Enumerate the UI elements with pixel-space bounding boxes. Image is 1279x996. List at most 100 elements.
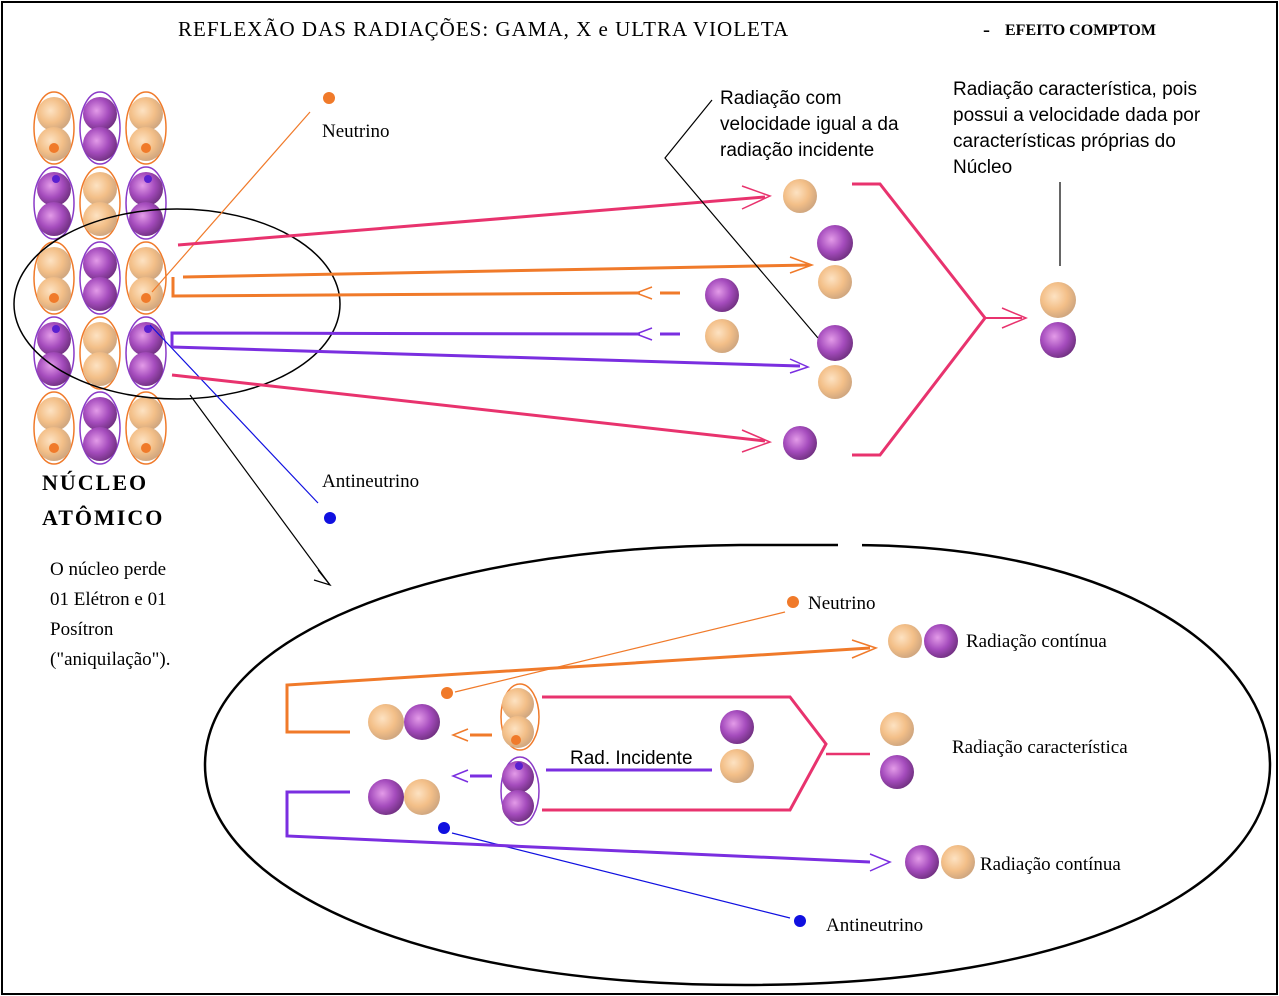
magenta-ray-lower-arrowhead xyxy=(741,429,773,453)
detail-purple-out xyxy=(285,790,871,864)
proton xyxy=(83,352,117,386)
orange-ray-out xyxy=(182,263,811,279)
electron-dot xyxy=(52,175,60,183)
nucleon-pair xyxy=(125,91,167,165)
incident-label: Rad. Incidente xyxy=(570,748,693,769)
nucleon-pair xyxy=(125,391,167,465)
neutron xyxy=(83,127,117,161)
neutron xyxy=(37,202,71,236)
same-speed-label-3: radiação incidente xyxy=(720,140,874,161)
same-speed-label-1: Radiação com xyxy=(720,88,841,109)
detail-purple-arrowhead xyxy=(869,853,892,872)
electron-dot xyxy=(144,325,152,333)
annihilation-pair xyxy=(368,704,404,740)
electron-dot xyxy=(52,325,60,333)
zoom-pointer-line xyxy=(189,394,331,586)
nucleon-pair xyxy=(79,391,121,465)
detail-nucleon-shell xyxy=(500,756,540,826)
scattered-photon xyxy=(818,365,852,399)
nucleus-label-2: ATÔMICO xyxy=(42,505,164,530)
detail-nucleon-shell xyxy=(500,683,540,751)
positron-dot xyxy=(141,443,151,453)
purple-ray-return-arrowhead xyxy=(633,327,653,341)
nucleus-note-4: ("aniquilação"). xyxy=(50,649,171,670)
same-speed-pointer xyxy=(664,99,819,339)
neutron xyxy=(83,397,117,431)
continuous-photon xyxy=(888,624,922,658)
positron-dot xyxy=(49,293,59,303)
electron-dot xyxy=(144,175,152,183)
scattered-photon xyxy=(818,265,852,299)
nucleon-shell xyxy=(125,316,167,390)
nucleus-note-1: O núcleo perde xyxy=(50,559,166,580)
detail-orange-out xyxy=(285,646,871,734)
detail-proton xyxy=(502,688,534,720)
detail-neutron xyxy=(502,761,534,793)
neutron xyxy=(129,352,163,386)
nucleon-pair xyxy=(79,166,121,240)
detail-antineutrino-source xyxy=(438,822,450,834)
scattered-photon xyxy=(817,225,853,261)
characteristic-bracket xyxy=(852,182,987,457)
neutrino-emission-line xyxy=(151,111,311,293)
orange-ray-out-arrowhead xyxy=(789,256,815,274)
detail-positron-dot xyxy=(511,735,521,745)
nucleon-shell xyxy=(79,91,121,165)
incident-photon xyxy=(720,749,754,783)
positron-dot xyxy=(141,143,151,153)
neutron xyxy=(83,427,117,461)
proton xyxy=(83,202,117,236)
antineutrino-label: Antineutrino xyxy=(322,471,419,492)
atomic-nucleus xyxy=(33,91,167,465)
proton xyxy=(129,247,163,281)
nucleon-shell xyxy=(125,91,167,165)
proton xyxy=(129,97,163,131)
orange-ray-return-arrowhead xyxy=(633,286,653,300)
nucleon-pair xyxy=(33,166,75,240)
antineutrino-emission-line xyxy=(149,324,319,504)
nucleon-shell xyxy=(79,316,121,390)
characteristic-label-2: possui a velocidade dada por xyxy=(953,105,1201,126)
characteristic-label-3: características próprias do xyxy=(953,131,1176,152)
proton xyxy=(83,322,117,356)
neutron xyxy=(83,247,117,281)
detail-neutrino-dot xyxy=(787,596,799,608)
incident-photon xyxy=(720,710,754,744)
characteristic-photon xyxy=(1040,322,1076,358)
neutron xyxy=(37,172,71,206)
nucleon-shell xyxy=(33,316,75,390)
detail-orange-return-arrowhead xyxy=(450,728,469,742)
diagram-title: REFLEXÃO DAS RADIAÇÕES: GAMA, X e ULTRA … xyxy=(178,17,789,41)
detail-purple-return-arrowhead xyxy=(450,769,469,783)
particles-layer xyxy=(368,179,1076,879)
purple-ray-out xyxy=(171,345,801,368)
nucleon-shell xyxy=(79,166,121,240)
nucleon-pair xyxy=(125,241,167,315)
annihilation-pair xyxy=(404,704,440,740)
characteristic-photon xyxy=(880,755,914,789)
characteristic-label-1: Radiação característica, pois xyxy=(953,79,1197,100)
title-separator: - xyxy=(983,17,991,41)
purple-ray-return xyxy=(170,331,641,347)
positron-dot xyxy=(141,293,151,303)
nucleus-note-2: 01 Elétron e 01 xyxy=(50,589,167,610)
nucleon-shell xyxy=(79,241,121,315)
neutron xyxy=(129,172,163,206)
neutron xyxy=(83,277,117,311)
scattered-photon xyxy=(783,426,817,460)
proton xyxy=(37,397,71,431)
continuous-photon xyxy=(924,624,958,658)
neutron xyxy=(37,322,71,356)
nucleus-note-3: Posítron xyxy=(50,619,114,640)
nucleon-pair xyxy=(33,241,75,315)
magenta-ray-upper-arrowhead xyxy=(741,185,772,210)
title-effect: EFEITO COMPTOM xyxy=(1005,22,1156,39)
selection-ellipse xyxy=(13,208,341,400)
characteristic-detail-label: Radiação característica xyxy=(952,737,1128,758)
detail-antineutrino-label: Antineutrino xyxy=(826,915,923,936)
zoom-pointer-arrowhead xyxy=(313,569,332,587)
nucleon-pair xyxy=(125,316,167,390)
neutron xyxy=(129,202,163,236)
characteristic-label-4: Núcleo xyxy=(953,157,1012,178)
